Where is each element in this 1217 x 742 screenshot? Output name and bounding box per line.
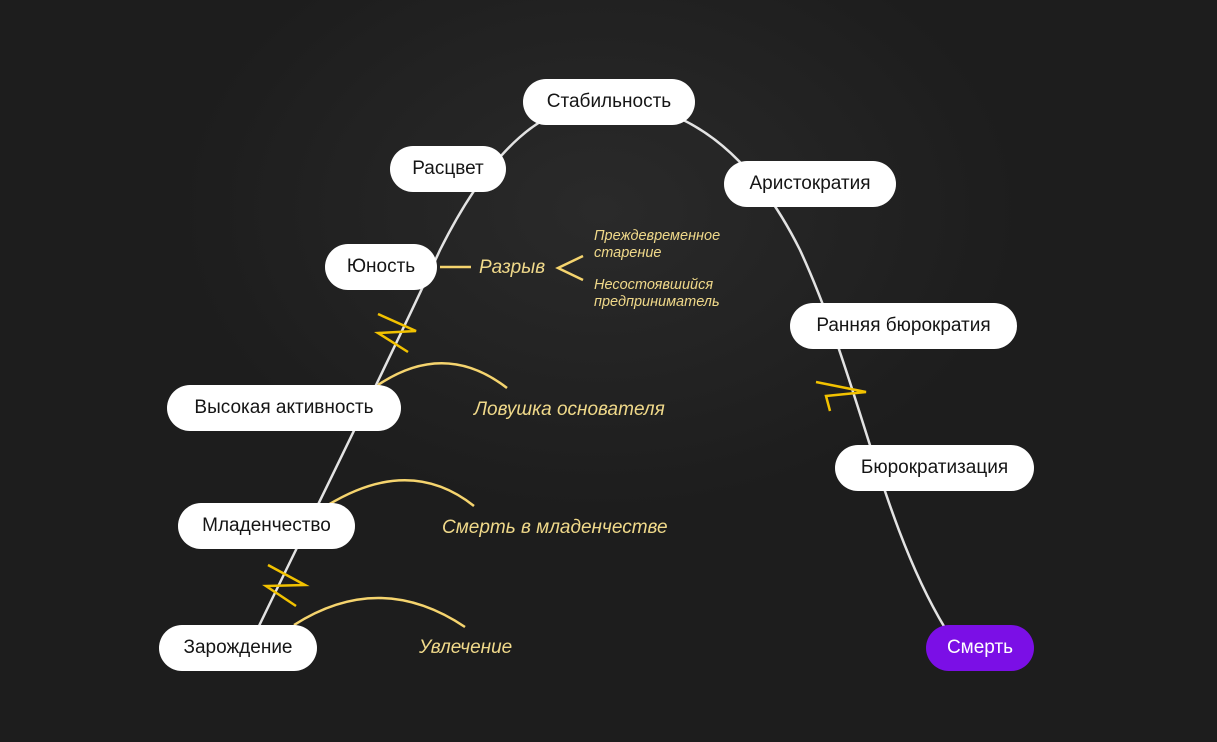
founder-trap-arc: [377, 362, 508, 389]
infant-mortality-arc: [327, 479, 475, 507]
outcome-unfulfilled-entrepreneur: Несостоявшийся предприниматель: [594, 277, 720, 310]
trap-infant-mortality-label: Смерть в младенчестве: [442, 517, 668, 538]
trap-affair-label: Увлечение: [419, 637, 513, 658]
stage-birth: Зарождение: [159, 625, 317, 671]
stage-stability: Стабильность: [523, 79, 695, 125]
stage-aristocracy: Аристократия: [724, 161, 896, 207]
stage-infancy: Младенчество: [178, 503, 355, 549]
lightning-zigzag-icon: [262, 563, 310, 608]
stage-early-bureaucracy: Ранняя бюрократия: [790, 303, 1017, 349]
trap-founder-label: Ловушка основателя: [474, 399, 665, 420]
stage-death: Смерть: [926, 625, 1034, 671]
stage-adolescence: Юность: [325, 244, 437, 290]
stage-bureaucracy: Бюрократизация: [835, 445, 1034, 491]
lightning-zigzag-icon: [815, 380, 867, 412]
affair-arc: [293, 596, 466, 629]
outcome-premature-aging: Преждевременное старение: [594, 228, 721, 261]
chevron-left-icon: [555, 254, 584, 282]
stage-prime: Расцвет: [390, 146, 506, 192]
trap-divorce-label: Разрыв: [479, 257, 546, 278]
lightning-zigzag-icon: [374, 312, 417, 354]
stage-go-go: Высокая активность: [167, 385, 401, 431]
